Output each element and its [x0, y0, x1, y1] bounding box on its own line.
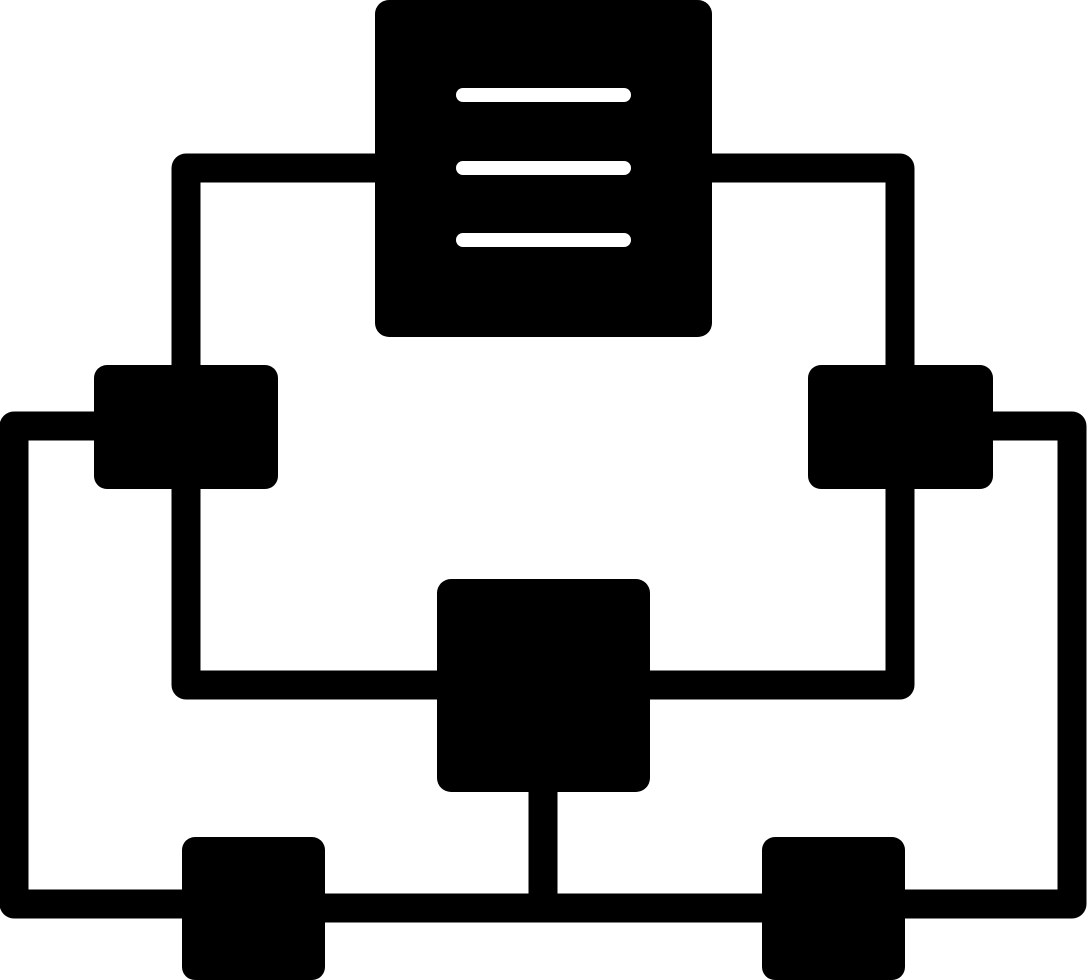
connector-document-to-left-node — [171, 153, 405, 395]
bottom-left-node — [182, 837, 325, 980]
left-middle-node — [94, 365, 278, 489]
connectors — [0, 153, 1087, 923]
right-middle-node — [808, 365, 993, 489]
center-hub-node — [437, 579, 650, 792]
connector-left-node-to-hub — [171, 465, 465, 700]
connector-document-to-right-node — [685, 153, 915, 395]
left-middle-square — [94, 365, 278, 489]
connector-right-node-outer-loop — [875, 411, 1087, 919]
bottom-left-square — [182, 837, 325, 980]
right-middle-square — [808, 365, 993, 489]
document-node — [375, 0, 712, 337]
center-hub-square — [437, 579, 650, 792]
bottom-right-node — [762, 837, 905, 980]
bottom-right-square — [762, 837, 905, 980]
connector-right-node-to-hub — [625, 465, 915, 700]
connector-left-node-outer-loop — [0, 411, 215, 919]
